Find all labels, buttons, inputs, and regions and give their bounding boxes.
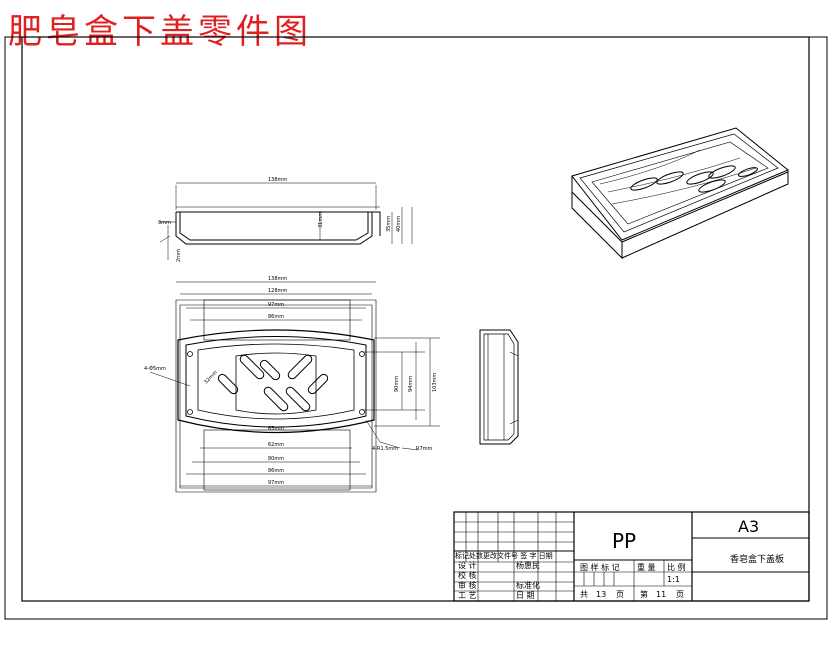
weight-label: 重 量 (637, 562, 656, 572)
dim-side-height-inner: 31mm (318, 212, 324, 228)
side-profile-view (479, 329, 519, 445)
dim-plan-width-4: 86mm (268, 314, 284, 320)
revision-header: 标记处数更改文件号 签 字 日期 (455, 551, 553, 560)
sheet-outer-border (4, 36, 828, 620)
dim-fillet: 4-R1.5mm (372, 446, 398, 452)
dim-chamfer: 2mm (176, 249, 182, 262)
sheets-total-label: 共 (580, 590, 588, 599)
section-view (158, 182, 413, 260)
dim-bottom-width-2: 80mm (268, 456, 284, 462)
row-process: 工 艺 (458, 591, 477, 600)
dim-overall-height: 40mm (396, 216, 402, 232)
dim-plan-width-2: 128mm (268, 288, 287, 294)
scale-value: 1:1 (667, 575, 680, 584)
plan-view (149, 281, 440, 493)
row-reviewer: 审 核 (458, 580, 477, 590)
sheet-size-text: A3 (738, 517, 759, 536)
scale-label: 比 例 (667, 562, 686, 572)
dim-bottom-width-1: 62mm (268, 442, 284, 448)
dim-hole-dia: 4-Φ5mm (144, 366, 166, 372)
sheets-total: 13 (596, 590, 606, 599)
row-checker: 校 核 (458, 570, 477, 580)
dim-bottom-width-4: 97mm (268, 480, 284, 486)
row-designer: 设 计 (458, 560, 477, 570)
dim-height-a: 90mm (394, 376, 400, 392)
dim-height-c: 103mm (432, 373, 438, 392)
sheets-total-unit: 页 (616, 590, 624, 599)
dim-slot-len: 32mm (203, 370, 219, 386)
sheet-no: 11 (656, 590, 666, 599)
sheet-no-unit: 页 (676, 590, 684, 599)
drawing-frame (21, 36, 810, 602)
part-name-text: 香皂盒下盖板 (730, 553, 784, 565)
title-block (453, 511, 810, 602)
dim-plan-width-1: 138mm (268, 276, 287, 282)
dim-bottom-width-3: 86mm (268, 468, 284, 474)
dim-side-height: 35mm (386, 216, 392, 232)
dim-radius: R7mm (416, 446, 433, 452)
sheet-no-label: 第 (640, 589, 648, 599)
page-title: 肥皂盒下盖零件图 (8, 12, 312, 52)
designer-name: 杨惠民 (516, 560, 540, 570)
mounting-holes (187, 351, 365, 415)
dim-section-width: 138mm (268, 177, 287, 183)
date-label: 日 期 (516, 591, 535, 600)
standardization-label: 标准化 (516, 580, 540, 590)
dim-rim: 3mm (158, 220, 171, 226)
material-text: PP (612, 529, 636, 553)
dim-height-b: 94mm (408, 376, 414, 392)
stage-mark-label: 图 样 标 记 (580, 562, 620, 572)
isometric-view (571, 127, 789, 260)
dim-plan-width-3: 97mm (268, 302, 284, 308)
dim-inner-width: 65mm (268, 426, 284, 432)
drain-slots (217, 354, 329, 412)
